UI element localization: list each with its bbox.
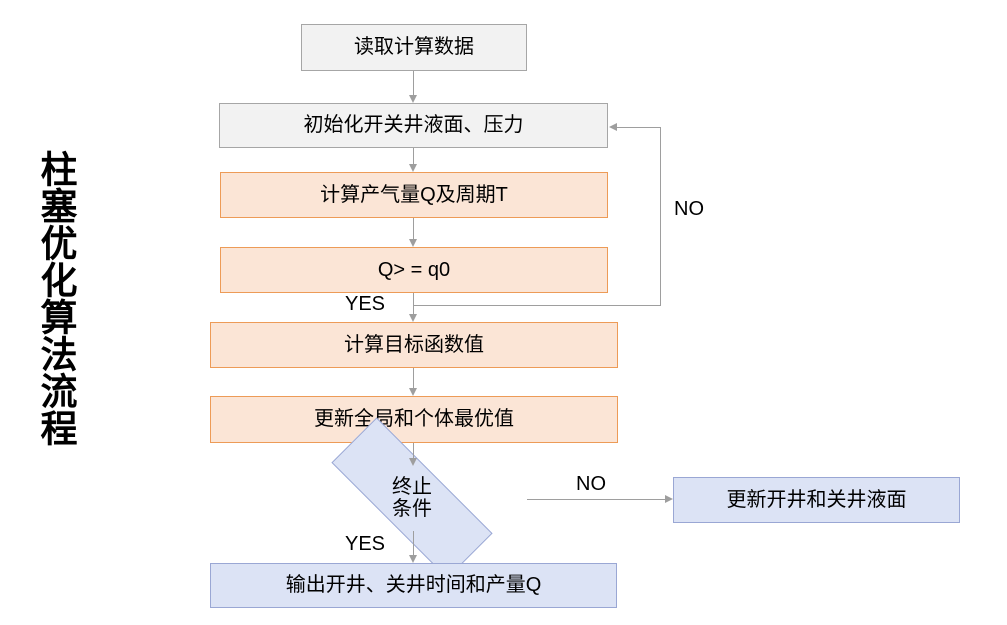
node-update-best[interactable]: 更新全局和个体最优值 [210, 396, 618, 443]
connector-compare-yes [413, 293, 414, 314]
connector-no-loop-bottom [413, 305, 661, 306]
connector-calcgas-to-compare [413, 218, 414, 239]
arrowhead-compare-yes [409, 314, 417, 322]
edge-label-stop-yes: YES [345, 533, 386, 555]
connector-objective-to-best [413, 368, 414, 388]
node-initialize[interactable]: 初始化开关井液面、压力 [219, 103, 608, 148]
node-calc-objective-label: 计算目标函数值 [344, 333, 484, 356]
arrowhead-read-to-init [409, 95, 417, 103]
connector-init-to-calcgas [413, 148, 414, 164]
arrowhead-objective-to-best [409, 388, 417, 396]
arrowhead-stop-yes [409, 555, 417, 563]
node-read-data-label: 读取计算数据 [354, 36, 474, 58]
node-calc-gas-label: 计算产气量Q及周期T [320, 183, 508, 206]
node-compare-q[interactable]: Q> = q0 [220, 247, 608, 293]
node-update-best-label: 更新全局和个体最优值 [314, 408, 514, 430]
node-calc-gas[interactable]: 计算产气量Q及周期T [220, 172, 608, 218]
arrowhead-best-to-stop [409, 458, 417, 466]
node-initialize-label: 初始化开关井液面、压力 [303, 114, 524, 136]
edge-label-compare-no: NO [674, 198, 704, 220]
edge-label-stop-no: NO [576, 473, 606, 495]
node-compare-q-label: Q> = q0 [377, 258, 451, 281]
node-output-result-label: 输出开井、关井时间和产量Q [285, 574, 542, 596]
node-stop-condition-label: 终止 条件 [392, 475, 432, 520]
connector-no-loop-top [617, 127, 661, 128]
arrowhead-init-to-calcgas [409, 164, 417, 172]
arrowhead-no-loop [609, 123, 617, 131]
connector-stop-yes [413, 531, 414, 555]
connector-no-loop-right [660, 127, 661, 306]
node-read-data[interactable]: 读取计算数据 [301, 24, 527, 71]
connector-stop-no [527, 499, 665, 500]
arrowhead-stop-no [665, 495, 673, 503]
connector-read-to-init [413, 71, 414, 95]
node-calc-objective[interactable]: 计算目标函数值 [210, 322, 618, 368]
arrowhead-calcgas-to-compare [409, 239, 417, 247]
edge-label-compare-yes: YES [345, 293, 386, 315]
node-output-result[interactable]: 输出开井、关井时间和产量Q [210, 563, 617, 608]
vertical-chart-title: 柱塞优化算法流程 [35, 150, 76, 446]
node-update-levels-label: 更新开井和关井液面 [726, 488, 907, 511]
connector-best-to-stop [413, 443, 414, 458]
node-update-levels[interactable]: 更新开井和关井液面 [673, 477, 960, 523]
